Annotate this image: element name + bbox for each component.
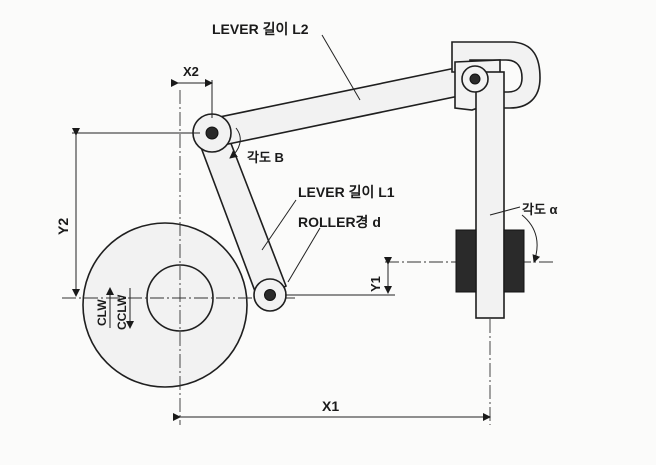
label-y1: Y1 bbox=[368, 276, 383, 292]
plunger-rod bbox=[475, 71, 505, 319]
label-roller: ROLLER경 d bbox=[298, 214, 381, 230]
rotation-arrows bbox=[106, 287, 134, 329]
label-x1: X1 bbox=[322, 398, 339, 414]
dim-y2 bbox=[72, 128, 200, 297]
label-cclw: CCLW bbox=[115, 294, 129, 330]
lever-l2 bbox=[192, 64, 480, 153]
lever-l2-end-pin bbox=[461, 65, 489, 93]
leader-lines bbox=[261, 34, 361, 283]
label-x2: X2 bbox=[183, 64, 199, 79]
label-clw: CLW bbox=[95, 299, 109, 326]
angle-b-marker bbox=[229, 127, 241, 159]
roller-blocks bbox=[455, 229, 525, 293]
angle-alpha-marker bbox=[489, 206, 541, 263]
dim-x2 bbox=[171, 79, 213, 118]
label-y2: Y2 bbox=[55, 218, 71, 235]
label-angle-b: 각도 B bbox=[247, 150, 284, 165]
dim-y1 bbox=[285, 257, 395, 296]
lever-l1 bbox=[198, 126, 287, 312]
label-lever-l2: LEVER 길이 L2 bbox=[212, 21, 309, 37]
label-lever-l1: LEVER 길이 L1 bbox=[298, 184, 395, 200]
label-angle-alpha: 각도 α bbox=[522, 202, 558, 217]
